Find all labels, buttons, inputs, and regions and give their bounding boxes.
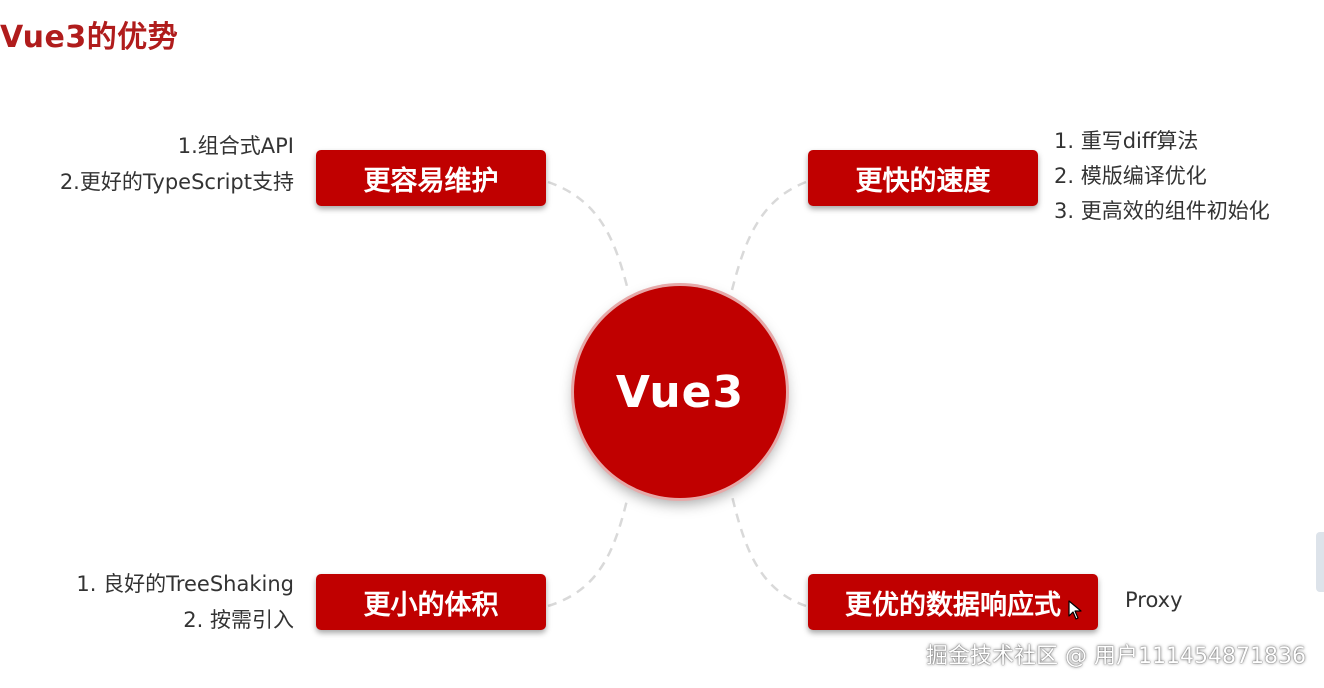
page-title: Vue3的优势 — [0, 20, 179, 55]
note-item: 1. 良好的TreeShaking — [76, 572, 294, 596]
note-item: 1.组合式API — [177, 134, 294, 158]
connector-bottom-right — [730, 495, 807, 608]
connector-top-left — [547, 180, 630, 291]
notes-size: 1. 良好的TreeShaking 2. 按需引入 — [76, 566, 294, 638]
branch-speed: 更快的速度 — [808, 150, 1038, 206]
branch-size: 更小的体积 — [316, 574, 546, 630]
note-item: 1. 重写diff算法 — [1054, 129, 1199, 153]
center-node: Vue3 — [574, 286, 786, 498]
notes-maintainability: 1.组合式API 2.更好的TypeScript支持 — [60, 128, 294, 200]
connector-top-right — [730, 180, 807, 291]
connector-bottom-left — [547, 495, 630, 608]
note-item: Proxy — [1125, 588, 1183, 612]
branch-reactivity: 更优的数据响应式 — [808, 574, 1098, 630]
notes-reactivity: Proxy — [1125, 582, 1183, 618]
branch-maintainability: 更容易维护 — [316, 150, 546, 206]
watermark: 掘金技术社区 @ 用户111454871836 — [926, 644, 1306, 669]
center-label: Vue3 — [615, 366, 745, 418]
mouse-pointer-icon — [1068, 600, 1082, 620]
side-scroll-tab[interactable] — [1316, 532, 1324, 592]
note-item: 2. 模版编译优化 — [1054, 164, 1207, 188]
note-item: 2.更好的TypeScript支持 — [59, 170, 294, 194]
notes-speed: 1. 重写diff算法 2. 模版编译优化 3. 更高效的组件初始化 — [1054, 124, 1270, 229]
note-item: 2. 按需引入 — [183, 608, 294, 632]
note-item: 3. 更高效的组件初始化 — [1054, 199, 1270, 223]
